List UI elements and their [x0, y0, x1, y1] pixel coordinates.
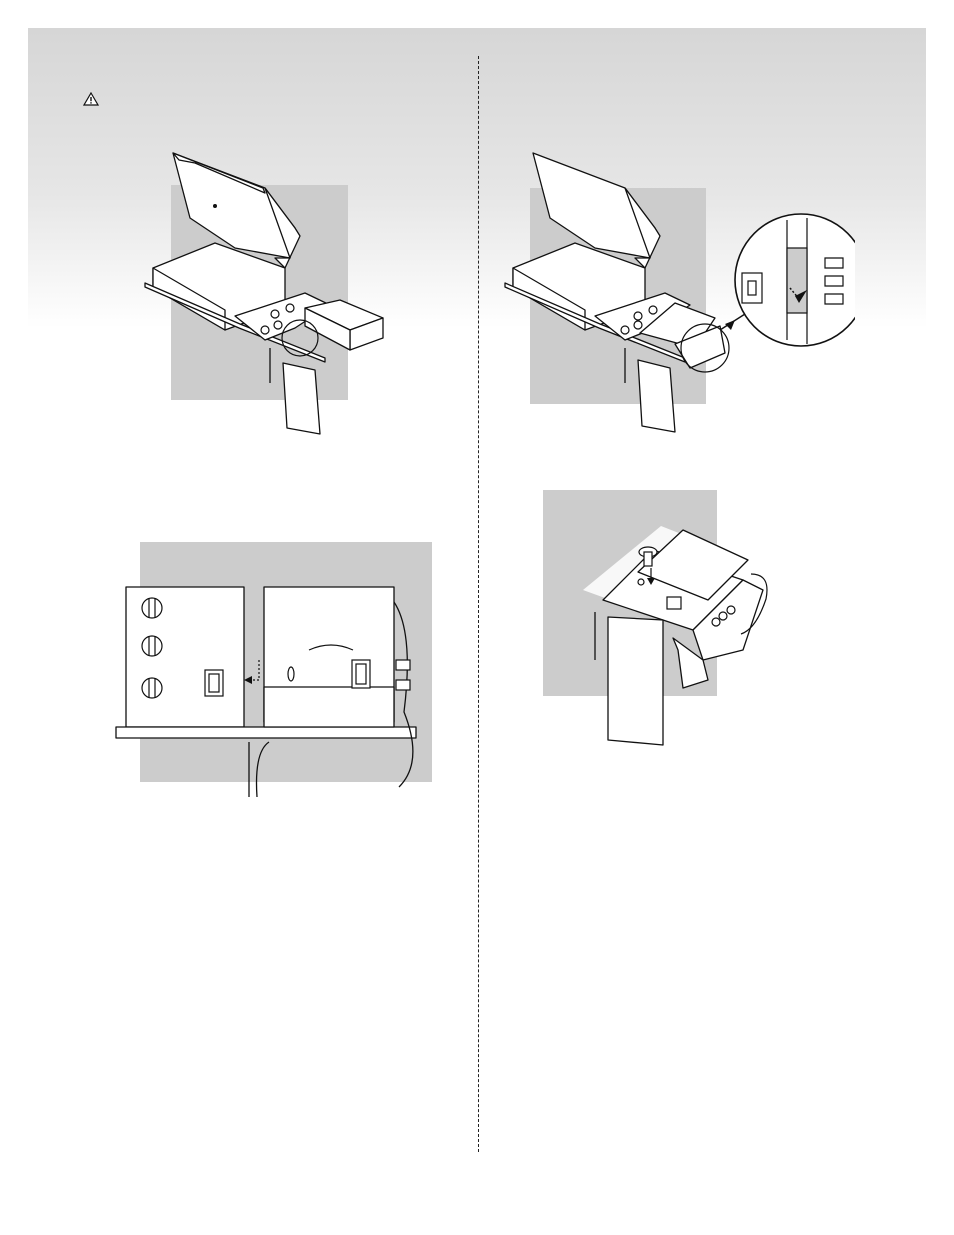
- side-burner-illustration: [543, 490, 775, 750]
- grill-illustration: [135, 148, 395, 438]
- figure-side-burner-screw: [543, 490, 775, 750]
- figure-grill-detail-callout: [495, 148, 855, 440]
- figure-grill-open-lid: [135, 148, 395, 438]
- figure-control-panel-front: [114, 542, 432, 797]
- control-panel-illustration: [114, 542, 432, 797]
- grill-callout-illustration: [495, 148, 855, 440]
- column-divider: [478, 56, 479, 1152]
- warning-triangle-icon: [83, 92, 99, 106]
